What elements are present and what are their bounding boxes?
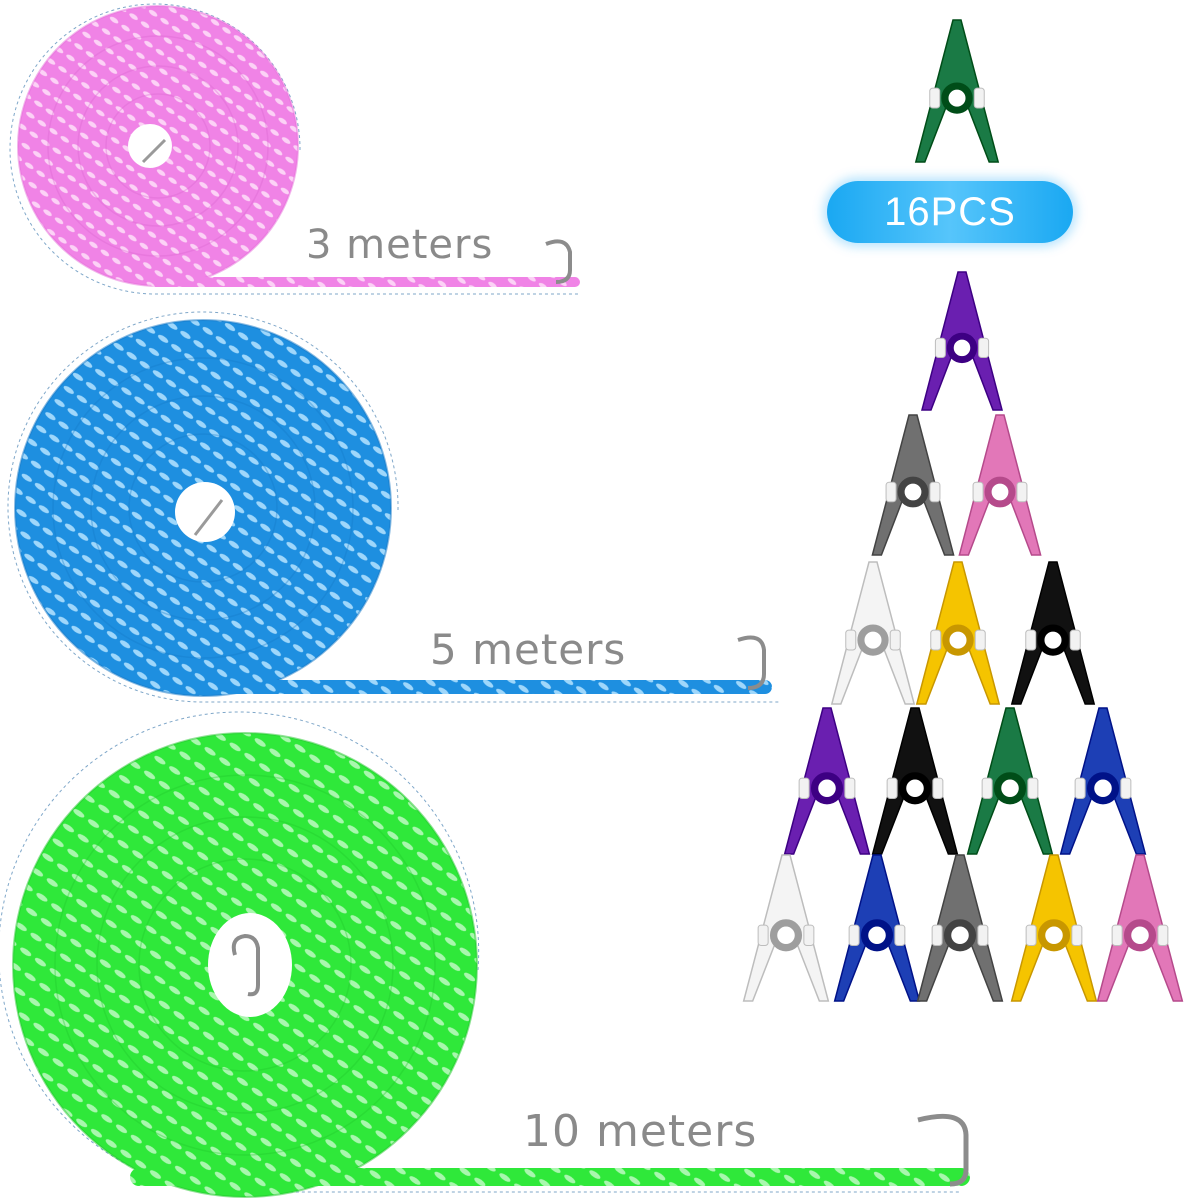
hook-icon xyxy=(545,239,572,284)
clothes-pin-icon xyxy=(871,414,955,556)
clothes-pins xyxy=(742,19,1184,1002)
clothes-pin-icon xyxy=(915,561,1001,705)
clothes-pin-icon xyxy=(830,561,916,705)
rope-length-label-10m: 10 meters xyxy=(523,1106,758,1157)
hook-icon xyxy=(193,499,224,536)
clothes-pin-icon xyxy=(871,707,959,855)
hook-icon xyxy=(141,138,167,164)
piece-count-badge: 16PCS xyxy=(827,181,1073,243)
rope-tail xyxy=(150,277,580,287)
clothes-pin-icon xyxy=(921,271,1003,411)
rope-tail xyxy=(130,1168,970,1186)
rope-tail xyxy=(190,680,772,694)
clothes-pin-icon xyxy=(966,707,1054,855)
hook-icon xyxy=(737,635,766,690)
rope-coil-blue xyxy=(7,311,780,703)
rope-length-label-5m: 5 meters xyxy=(430,625,627,674)
hook-icon xyxy=(231,933,260,997)
clothes-pin-icon xyxy=(742,854,830,1002)
clothes-pin-icon xyxy=(1059,707,1147,855)
clothes-pin-icon xyxy=(833,854,921,1002)
rope-coil-green xyxy=(0,711,970,1198)
rope-coil-pink xyxy=(9,3,580,295)
clothes-pin-icon xyxy=(916,854,1004,1002)
clothes-pin-icon xyxy=(914,19,1000,163)
clothes-pin-icon xyxy=(1010,561,1096,705)
hook-icon xyxy=(917,1113,969,1187)
clothes-pin-icon xyxy=(958,414,1042,556)
rope-length-label-3m: 3 meters xyxy=(306,222,494,268)
clothes-pin-icon xyxy=(1010,854,1098,1002)
clothes-pin-icon xyxy=(1096,854,1184,1002)
clothes-pin-icon xyxy=(783,707,871,855)
